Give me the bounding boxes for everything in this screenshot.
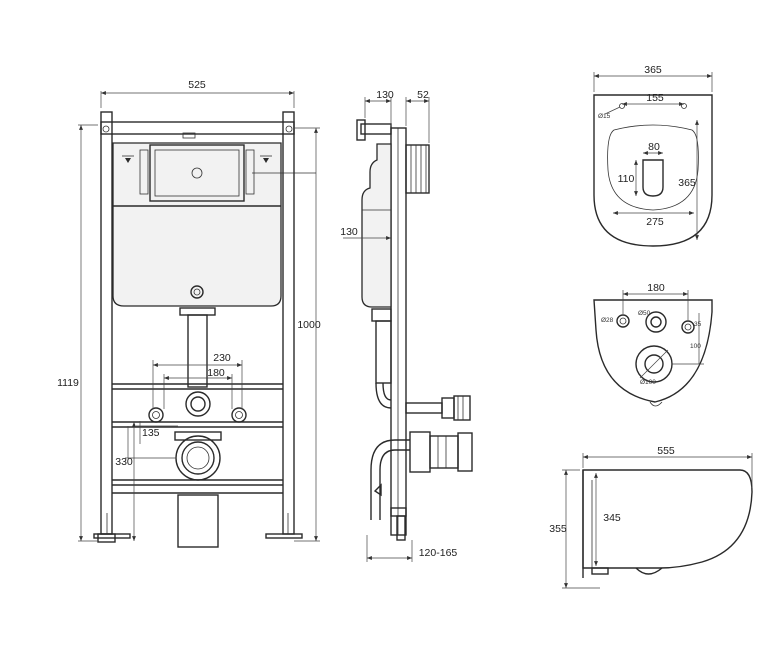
bowl-top-view: 365 155 Ø15 80 110 365 275 xyxy=(593,64,713,247)
front-view: 525 1119 1000 230 180 135 330 xyxy=(57,79,321,548)
dim-width-label: 525 xyxy=(188,79,206,91)
fixing-hole-left xyxy=(616,314,630,328)
bowl-rear-view: 180 Ø28 Ø50 35 100 Ø100 xyxy=(593,282,713,407)
dim-bolt-hole-label: Ø15 xyxy=(598,113,611,120)
left-frame-leg xyxy=(100,111,113,535)
level-mark-icon xyxy=(125,158,131,163)
left-foot xyxy=(93,533,131,539)
bowl-side-outline xyxy=(582,469,753,569)
dim-seat-depth-label: 110 xyxy=(618,173,635,185)
flush-plate-opening xyxy=(149,144,245,202)
dim-bowl-side-length-label: 555 xyxy=(657,445,675,457)
top-crossbar xyxy=(100,121,295,135)
flush-outlet xyxy=(185,391,211,417)
dim-rear-width-label: 275 xyxy=(646,216,664,228)
waste-connector-side xyxy=(429,435,459,469)
flush-inlet-hole xyxy=(645,311,667,333)
right-foot xyxy=(265,533,303,539)
dim-bowl-length-label: 365 xyxy=(678,177,696,189)
inlet-connector-side xyxy=(405,402,443,414)
dim-height-b-label: 35 xyxy=(694,321,702,328)
level-mark-icon xyxy=(263,158,269,163)
dim-panel-label: 52 xyxy=(417,89,429,101)
dim-seat-width-label: 80 xyxy=(648,141,660,153)
dim-mid-depth-label: 130 xyxy=(340,226,358,238)
dim-inner-spacing-label: 180 xyxy=(207,367,225,379)
dim-outer-spacing-label: 230 xyxy=(213,352,231,364)
dim-total-height-label: 1119 xyxy=(57,377,79,389)
fixing-hole-right xyxy=(681,320,695,334)
side-view: 130 52 130 120-165 xyxy=(340,89,473,562)
dim-depth-label: 130 xyxy=(376,89,394,101)
dim-hole-b-label: Ø50 xyxy=(638,310,651,317)
bowl-side-view: 555 355 345 xyxy=(549,445,753,589)
dim-bowl-width-label: 365 xyxy=(644,64,662,76)
dim-inlet-height-label: 330 xyxy=(115,456,133,468)
right-frame-leg xyxy=(282,111,295,535)
bowl-rim xyxy=(607,124,699,211)
frame-upright xyxy=(390,127,407,536)
dim-bowl-height-outer-label: 355 xyxy=(549,523,567,535)
flush-pipe xyxy=(187,314,208,388)
rear-outline xyxy=(593,299,713,403)
bowl-opening xyxy=(642,159,664,197)
bolt-hole xyxy=(681,103,687,109)
cistern-side xyxy=(361,143,392,308)
dim-rear-spacing-label: 180 xyxy=(647,282,665,294)
left-mounting-bolt xyxy=(148,407,164,423)
dim-frame-height-label: 1000 xyxy=(297,319,321,331)
dim-outlet-label: Ø100 xyxy=(640,379,656,386)
dim-hole-a-label: Ø28 xyxy=(601,317,614,324)
dim-height-a-label: 100 xyxy=(690,343,701,350)
cistern xyxy=(112,142,282,307)
waste-pipe xyxy=(177,494,219,548)
right-mounting-bolt xyxy=(231,407,247,423)
dim-adjust-label: 120-165 xyxy=(419,547,458,559)
dim-bowl-height-inner-label: 345 xyxy=(603,512,621,524)
dim-drop-label: 135 xyxy=(142,427,160,439)
cistern-valve xyxy=(190,285,204,299)
flush-pipe-side xyxy=(375,320,392,384)
flush-panel xyxy=(405,144,430,194)
dim-bolt-spacing-label: 155 xyxy=(646,92,664,104)
bowl-outline xyxy=(593,94,713,247)
